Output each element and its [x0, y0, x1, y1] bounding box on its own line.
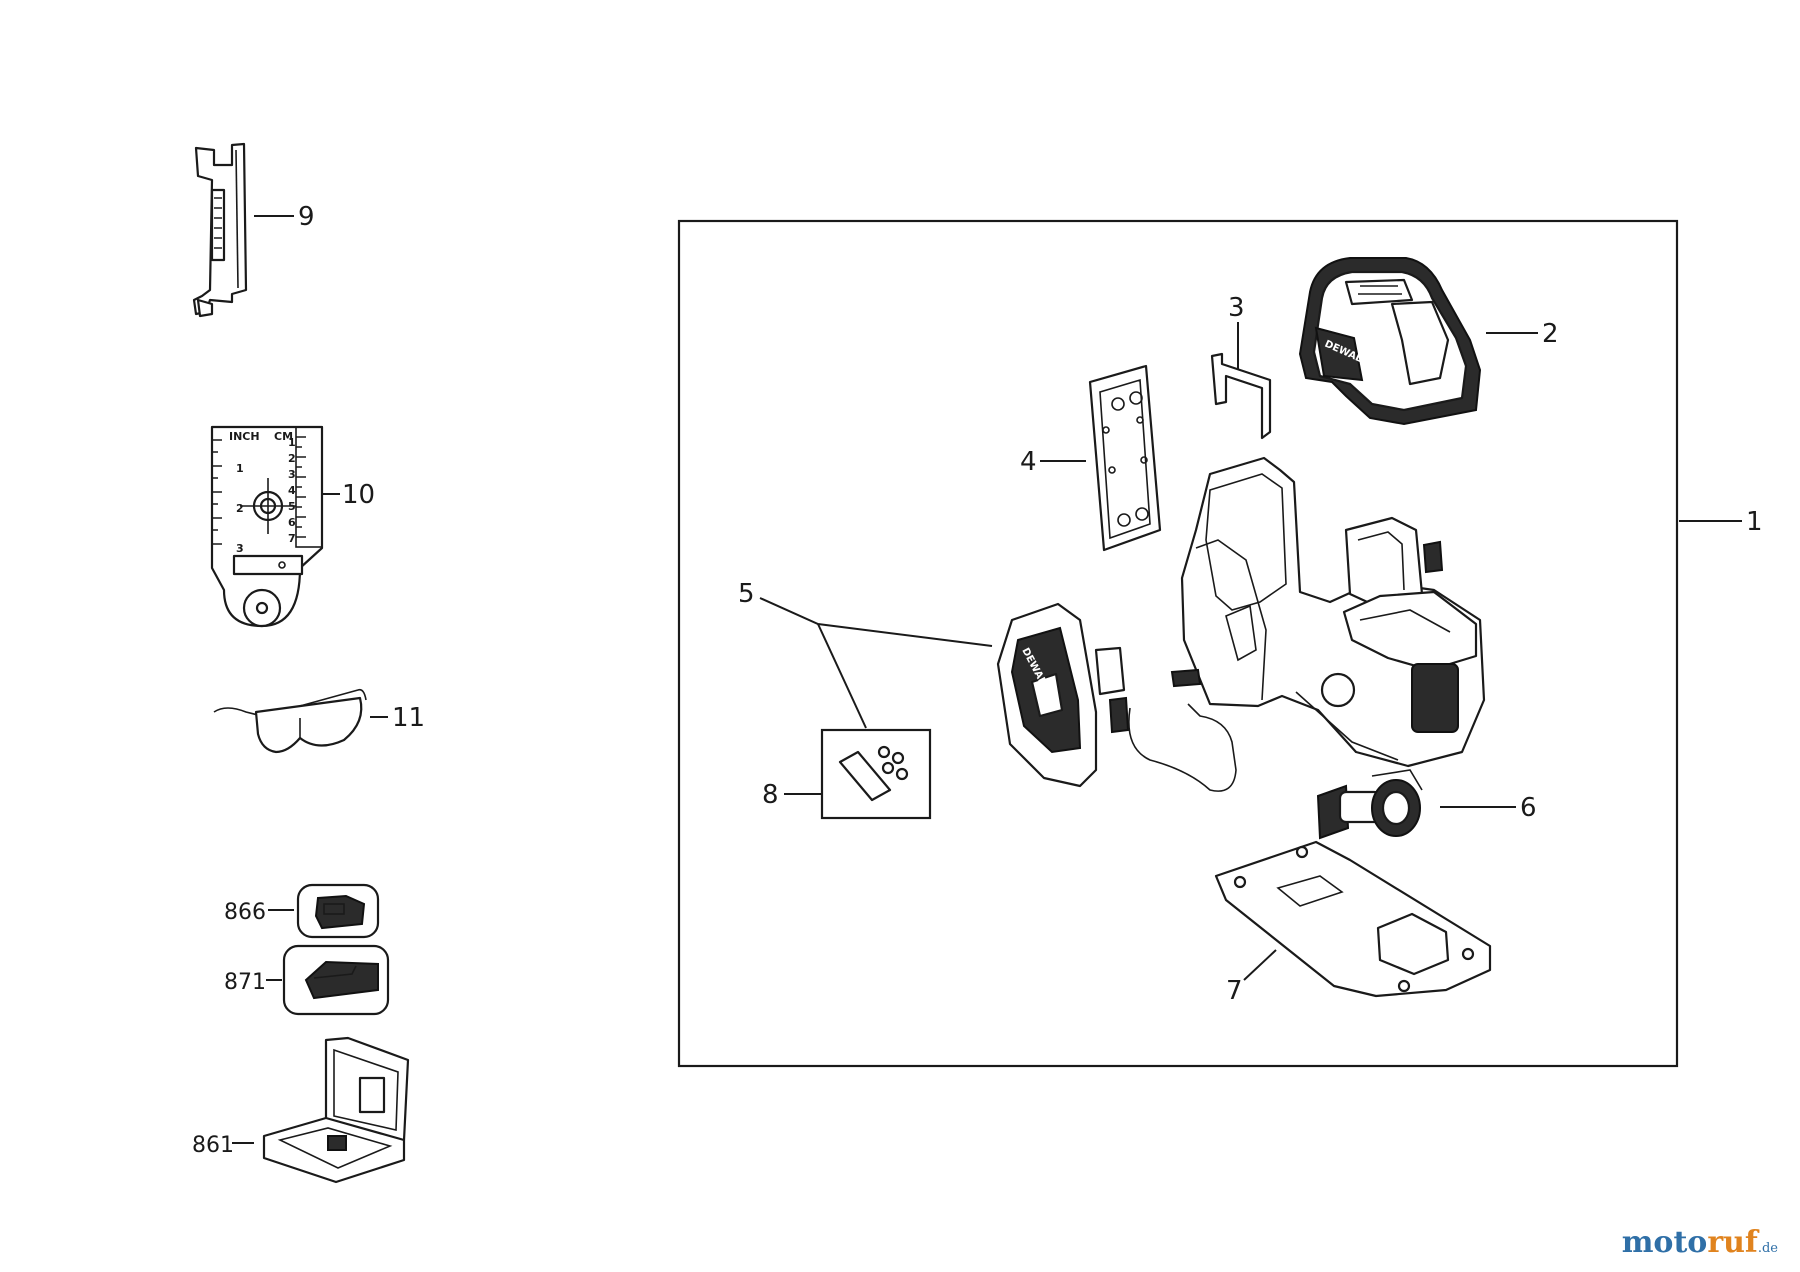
target-cm-5: 5: [288, 500, 296, 513]
target-cm-1: 1: [288, 436, 296, 449]
part-10-target-card: [210, 425, 324, 628]
target-inch-3: 3: [236, 542, 244, 555]
callout-3: 3: [1228, 293, 1245, 323]
part-9-bracket: [192, 142, 248, 318]
callout-8: 8: [762, 780, 779, 810]
target-cm-4: 4: [288, 484, 296, 497]
part-871-charger: [282, 944, 390, 1016]
target-cm-6: 6: [288, 516, 296, 529]
target-inch-2: 2: [236, 502, 244, 515]
target-inch-1: 1: [236, 462, 244, 475]
target-cm-2: 2: [288, 452, 296, 465]
callout-861: 861: [192, 1133, 234, 1158]
laser-body: [1180, 456, 1486, 768]
target-cm-3: 3: [288, 468, 296, 481]
assembly-frame: [677, 219, 1679, 1068]
part-3-clip: [1210, 352, 1272, 440]
callout-9: 9: [298, 202, 315, 232]
part-8-labels: [838, 745, 909, 802]
watermark-part2: ruf: [1707, 1225, 1758, 1260]
callout-5: 5: [738, 579, 755, 609]
leader-5a: [759, 597, 993, 647]
part-861-case: [262, 1036, 410, 1184]
callout-871: 871: [224, 970, 266, 995]
target-header-inch: INCH: [229, 430, 260, 443]
callout-4: 4: [1020, 447, 1037, 477]
leader-5b: [817, 623, 867, 729]
watermark-part1: moto: [1621, 1225, 1708, 1260]
part-866-battery: [296, 883, 380, 939]
target-header-cm: CM: [274, 430, 293, 443]
watermark-logo: motoruf.de: [1622, 1225, 1778, 1260]
callout-1: 1: [1746, 507, 1763, 537]
part-6-knob: [1316, 769, 1423, 840]
part-7-base-plate: [1214, 840, 1492, 998]
callout-11: 11: [392, 703, 425, 733]
part-4-gasket: [1088, 364, 1162, 552]
callout-6: 6: [1520, 793, 1537, 823]
callout-10: 10: [342, 480, 375, 510]
watermark-suffix: .de: [1757, 1241, 1778, 1256]
part-5-battery-door: [996, 602, 1237, 792]
target-cm-7: 7: [288, 532, 296, 545]
part-11-glasses: [213, 688, 367, 754]
callout-2: 2: [1542, 319, 1559, 349]
callout-7: 7: [1226, 976, 1243, 1006]
leader-7: [1243, 949, 1277, 981]
part-2-top-cover: [1298, 257, 1482, 426]
callout-866: 866: [224, 900, 266, 925]
